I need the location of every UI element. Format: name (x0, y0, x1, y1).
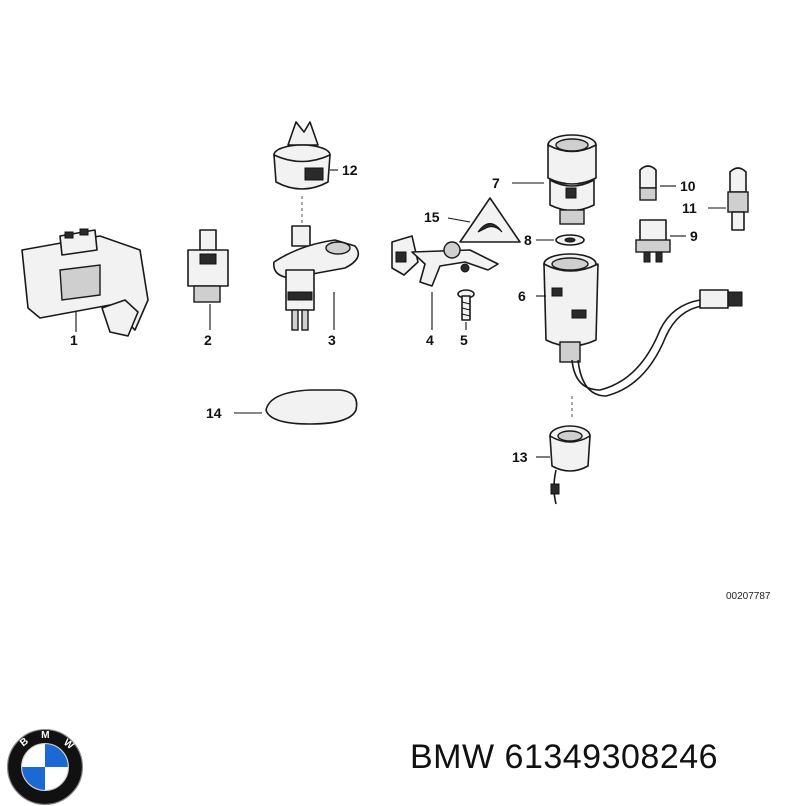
part-11-bulb-holder (727, 167, 749, 231)
callout-7: 7 (492, 175, 500, 191)
callout-6: 6 (518, 288, 526, 304)
part-4-bracket (391, 235, 499, 287)
footer-part-label: BMW 61349308246 (410, 738, 718, 777)
callout-11: 11 (682, 200, 697, 216)
part-number: 61349308246 (504, 738, 719, 776)
part-8-washer (555, 234, 585, 246)
wiring-harness (571, 289, 743, 397)
bmw-logo: B M W (6, 728, 84, 806)
part-2-push-switch (187, 229, 229, 303)
callout-14: 14 (206, 405, 222, 421)
callout-9: 9 (690, 228, 698, 244)
callout-5: 5 (460, 332, 468, 348)
callout-1: 1 (70, 332, 78, 348)
callout-10: 10 (680, 178, 696, 194)
part-12-clip (273, 121, 331, 190)
part-13-socket-with-lead (549, 425, 591, 505)
brand-name: BMW (410, 738, 495, 776)
callout-15: 15 (424, 209, 440, 225)
part-6-lighter-socket (543, 253, 599, 363)
callout-3: 3 (328, 332, 336, 348)
part-14-cover-cap (265, 389, 358, 425)
part-5-screw (457, 289, 475, 321)
part-1-bracket (21, 228, 149, 337)
part-9-socket (635, 219, 671, 263)
part-10-bulb (639, 165, 657, 201)
diagram-reference-number: 00207787 (726, 591, 771, 602)
callout-2: 2 (204, 332, 212, 348)
leader-15 (447, 217, 471, 223)
part-7-lighter-plug (547, 134, 597, 225)
callout-12: 12 (342, 162, 358, 178)
callout-8: 8 (524, 232, 532, 248)
svg-text:M: M (41, 730, 49, 741)
callout-13: 13 (512, 449, 528, 465)
part-15-warning-label (459, 197, 521, 243)
callout-4: 4 (426, 332, 434, 348)
part-3-contact-switch (273, 225, 360, 331)
